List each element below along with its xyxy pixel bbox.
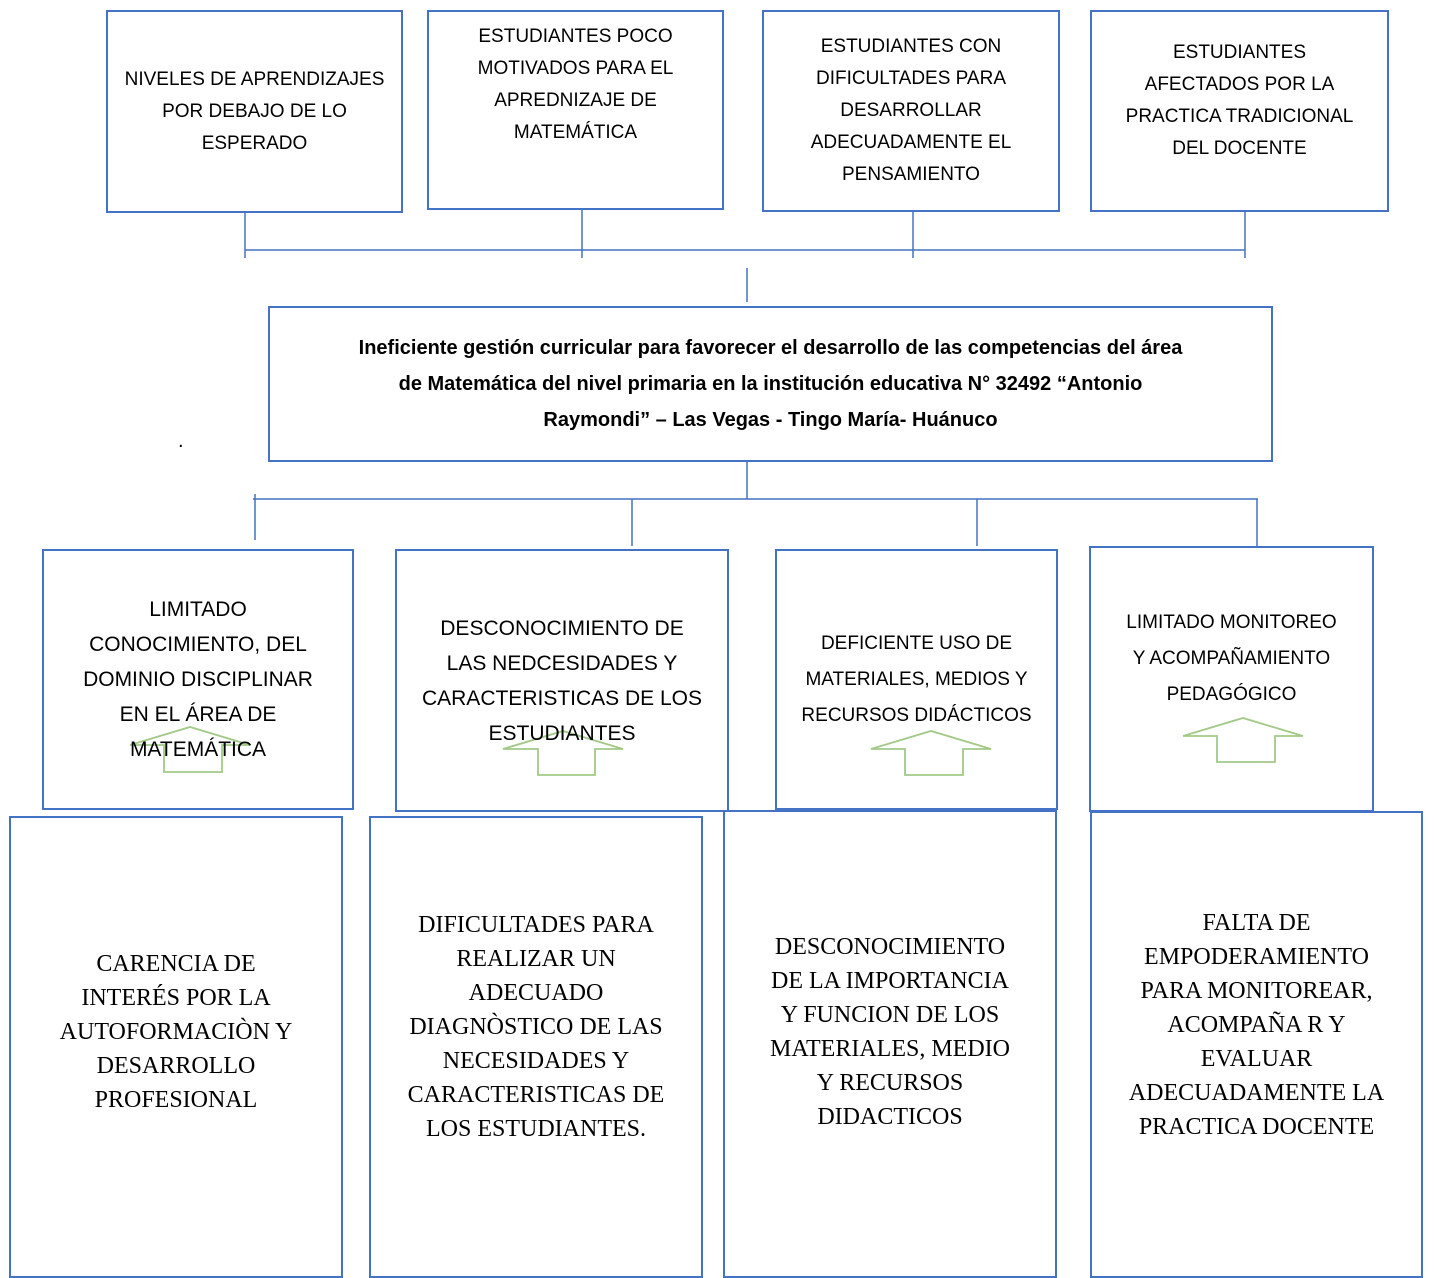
effect-box-1: NIVELES DE APRENDIZAJES POR DEBAJO DE LO… bbox=[106, 10, 403, 213]
effect-box-2: ESTUDIANTES POCO MOTIVADOS PARA EL APRED… bbox=[427, 10, 724, 210]
central-problem-text: Ineficiente gestión curricular para favo… bbox=[358, 337, 1183, 431]
effect-text-2: ESTUDIANTES POCO MOTIVADOS PARA EL APRED… bbox=[477, 26, 674, 143]
root-cause-box-1: CARENCIA DE INTERÉS POR LA AUTOFORMACIÒN… bbox=[9, 816, 343, 1278]
cause-box-1: LIMITADO CONOCIMIENTO, DEL DOMINIO DISCI… bbox=[42, 549, 354, 810]
cause-box-4: LIMITADO MONITOREO Y ACOMPAÑAMIENTO PEDA… bbox=[1089, 546, 1374, 812]
up-arrow-icon bbox=[129, 726, 251, 773]
effect-box-4: ESTUDIANTES AFECTADOS POR LA PRACTICA TR… bbox=[1090, 10, 1389, 212]
root-cause-text-3: DESCONOCIMIENTO DE LA IMPORTANCIA Y FUNC… bbox=[770, 934, 1010, 1130]
central-problem-box: Ineficiente gestión curricular para favo… bbox=[268, 306, 1273, 462]
root-cause-box-3: DESCONOCIMIENTO DE LA IMPORTANCIA Y FUNC… bbox=[723, 810, 1057, 1278]
cause-box-3: DEFICIENTE USO DE MATERIALES, MEDIOS Y R… bbox=[775, 549, 1058, 810]
up-arrow-icon bbox=[502, 730, 624, 776]
cause-text-2: DESCONOCIMIENTO DE LAS NEDCESIDADES Y CA… bbox=[421, 616, 703, 745]
cause-text-3: DEFICIENTE USO DE MATERIALES, MEDIOS Y R… bbox=[801, 632, 1032, 726]
effect-box-3: ESTUDIANTES CON DIFICULTADES PARA DESARR… bbox=[762, 10, 1060, 212]
up-arrow-icon bbox=[1182, 717, 1304, 763]
root-cause-text-4: FALTA DE EMPODERAMIENTO PARA MONITOREAR,… bbox=[1128, 909, 1385, 1140]
cause-box-2: DESCONOCIMIENTO DE LAS NEDCESIDADES Y CA… bbox=[395, 549, 729, 812]
root-cause-box-4: FALTA DE EMPODERAMIENTO PARA MONITOREAR,… bbox=[1090, 811, 1423, 1278]
cause-text-1: LIMITADO CONOCIMIENTO, DEL DOMINIO DISCI… bbox=[83, 598, 313, 761]
effect-text-1: NIVELES DE APRENDIZAJES POR DEBAJO DE LO… bbox=[124, 68, 385, 154]
effect-text-4: ESTUDIANTES AFECTADOS POR LA PRACTICA TR… bbox=[1125, 42, 1354, 159]
root-cause-text-1: CARENCIA DE INTERÉS POR LA AUTOFORMACIÒN… bbox=[59, 951, 293, 1113]
stray-mark: . bbox=[178, 430, 184, 452]
root-cause-text-2: DIFICULTADES PARA REALIZAR UN ADECUADO D… bbox=[407, 912, 665, 1142]
effect-text-3: ESTUDIANTES CON DIFICULTADES PARA DESARR… bbox=[810, 36, 1012, 185]
cause-text-4: LIMITADO MONITOREO Y ACOMPAÑAMIENTO PEDA… bbox=[1126, 612, 1337, 705]
up-arrow-icon bbox=[870, 730, 992, 776]
root-cause-box-2: DIFICULTADES PARA REALIZAR UN ADECUADO D… bbox=[369, 816, 703, 1278]
